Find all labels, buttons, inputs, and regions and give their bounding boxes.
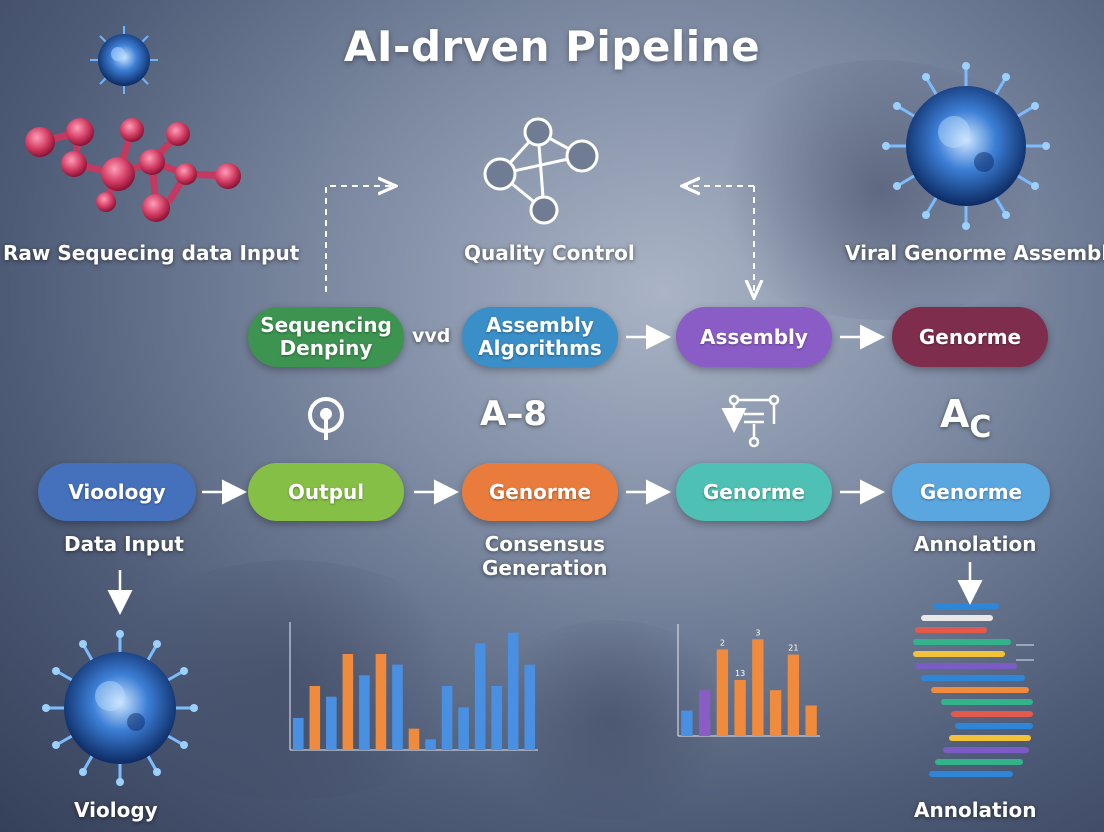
annotation-bottom-label: Annolation — [914, 798, 1036, 822]
chart-bar — [376, 654, 387, 750]
pill-line: Assembly — [478, 314, 602, 337]
chart-bar — [310, 686, 321, 750]
chart-bar — [442, 686, 453, 750]
consensus-line: Consensus — [482, 532, 608, 556]
c-letter: C — [969, 410, 991, 445]
chart-bar — [409, 729, 420, 750]
chart-bar — [734, 680, 745, 736]
chart-bar — [293, 718, 304, 750]
virology-pill[interactable]: Vioology — [38, 463, 196, 521]
chart-bar — [392, 665, 403, 750]
pill-line: Denpiny — [260, 337, 392, 360]
network-icon — [485, 119, 597, 223]
connector-text: vvd — [412, 325, 450, 347]
bar-data-label: 13 — [735, 669, 745, 678]
pin-icon — [310, 399, 342, 440]
chart-bar — [491, 686, 502, 750]
chart-bar — [326, 697, 337, 750]
viral-assembly-label: Viral Genorme Assembly — [845, 241, 1104, 265]
chart-bar — [717, 649, 728, 736]
chart-bar — [681, 711, 692, 736]
genorme-assembly-pill[interactable]: Genorme — [676, 463, 832, 521]
dashed-arrow — [326, 186, 394, 292]
a-letter: A — [940, 392, 969, 436]
genorme-top-pill[interactable]: Genorme — [892, 307, 1048, 367]
consensus-label: Consensus Generation — [482, 532, 608, 580]
chart-bar — [359, 675, 370, 750]
dna-helix-icon — [916, 606, 1034, 774]
chart-bar — [699, 690, 710, 736]
output-pill[interactable]: Outpul — [248, 463, 404, 521]
chart-bar — [752, 639, 763, 736]
annotation-mid-label: Annolation — [914, 532, 1036, 556]
a-c-symbol: AC — [940, 392, 991, 436]
molecule-icon — [25, 118, 241, 222]
bar-data-label: 3 — [755, 628, 760, 637]
chart-bar — [805, 705, 816, 736]
bar-data-label: 2 — [720, 638, 725, 647]
chart-bar — [425, 739, 436, 750]
pill-line: Genorme — [919, 326, 1021, 349]
chart-bar — [788, 655, 799, 736]
genorme-consensus-pill[interactable]: Genorme — [462, 463, 618, 521]
chart-bar — [343, 654, 354, 750]
virus-icon — [882, 62, 1050, 230]
filter-icon — [730, 396, 778, 446]
chart-bar — [475, 643, 486, 750]
data-input-label: Data Input — [64, 532, 184, 556]
raw-input-label: Raw Sequecing data Input — [3, 241, 299, 265]
a-8-symbol: A–8 — [480, 394, 547, 434]
chart-bar — [524, 665, 535, 750]
chart-bar — [770, 690, 781, 736]
genorme-annotation-pill[interactable]: Genorme — [892, 463, 1050, 521]
assembly-pill[interactable]: Assembly — [676, 307, 832, 367]
virus-icon — [42, 630, 198, 786]
bar-chart-right: 2 13 3 21 — [654, 612, 824, 790]
bar-data-label: 21 — [788, 644, 798, 653]
chart-bar — [508, 633, 519, 750]
chart-bar — [458, 707, 469, 750]
consensus-line: Generation — [482, 556, 608, 580]
pill-line: Assembly — [700, 326, 808, 349]
bar-chart-left — [262, 608, 542, 790]
quality-control-label: Quality Control — [464, 241, 635, 265]
pill-line: Algorithms — [478, 337, 602, 360]
virology-bottom-label: Viology — [74, 798, 158, 822]
virus-icon — [90, 26, 158, 94]
pill-line: Sequencing — [260, 314, 392, 337]
